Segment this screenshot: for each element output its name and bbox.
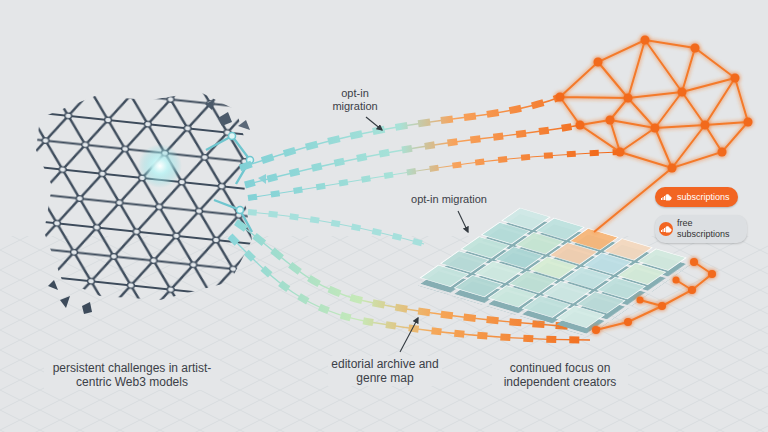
chain-links xyxy=(596,262,712,330)
network-node xyxy=(606,116,615,125)
network-links xyxy=(560,40,748,232)
network-node xyxy=(576,121,585,130)
badge-text: free subscriptions xyxy=(677,218,739,240)
badge-text: subscriptions xyxy=(677,192,730,203)
chain-node xyxy=(624,318,632,326)
fragment xyxy=(48,280,58,290)
stream-line xyxy=(248,212,424,244)
fragment xyxy=(218,112,232,126)
lattice-body xyxy=(36,92,252,300)
network-node xyxy=(641,36,650,45)
stream-blocks xyxy=(240,97,560,168)
caption-label: persistent challenges in artist-centric … xyxy=(44,360,220,390)
network-node xyxy=(691,44,700,53)
network-node xyxy=(718,148,727,157)
fragment xyxy=(238,120,250,130)
fragment xyxy=(82,302,92,314)
fragment xyxy=(258,174,266,184)
caption-label: opt-in migration xyxy=(393,192,505,207)
fragment xyxy=(60,296,70,308)
caption-label: continued focus on independent creators xyxy=(492,360,628,390)
chain-node xyxy=(673,277,680,284)
leader-arrow xyxy=(366,117,382,130)
chain-node xyxy=(637,297,644,304)
cloud-glyph xyxy=(662,195,672,200)
icon-disc xyxy=(659,222,673,236)
network-node xyxy=(624,94,633,103)
chain-node xyxy=(690,258,698,266)
leader-arrow xyxy=(400,318,418,352)
badge: subscriptions xyxy=(655,187,738,207)
network-node xyxy=(651,124,660,133)
chain-node xyxy=(658,302,666,310)
badge-texts: free subscriptions xyxy=(677,218,739,240)
network-node xyxy=(616,148,625,157)
data-streams xyxy=(230,97,620,340)
network-node xyxy=(744,118,753,127)
network-node xyxy=(678,88,687,97)
lattice-node xyxy=(237,207,244,214)
broken-lattice xyxy=(36,92,266,314)
orange-chain xyxy=(592,258,716,334)
chain-node xyxy=(592,326,600,334)
network-node xyxy=(731,74,740,83)
badge-texts: subscriptions xyxy=(677,192,730,203)
leader-lines xyxy=(366,117,468,352)
network-node xyxy=(668,164,677,173)
chain-node xyxy=(708,270,716,278)
stream-line xyxy=(240,97,560,168)
caption-label: opt-in migration xyxy=(322,86,388,114)
badge: free subscriptions xyxy=(655,215,747,243)
tile-sides xyxy=(418,214,690,336)
tile-grid xyxy=(418,208,690,336)
network-node xyxy=(594,58,603,67)
spark-glow xyxy=(138,144,182,188)
stream-blocks xyxy=(248,212,424,244)
lattice-node xyxy=(229,133,236,140)
cloud-icon xyxy=(659,190,673,204)
orange-network xyxy=(556,36,753,233)
leader-arrow xyxy=(458,211,468,232)
chain-node xyxy=(688,286,696,294)
fragment xyxy=(205,100,214,110)
cloud-icon xyxy=(659,222,673,236)
caption-label: editorial archive and genre map xyxy=(328,356,442,386)
tile xyxy=(556,306,604,328)
network-node xyxy=(701,121,710,130)
cloud-glyph xyxy=(662,227,672,232)
network-node xyxy=(556,93,565,102)
